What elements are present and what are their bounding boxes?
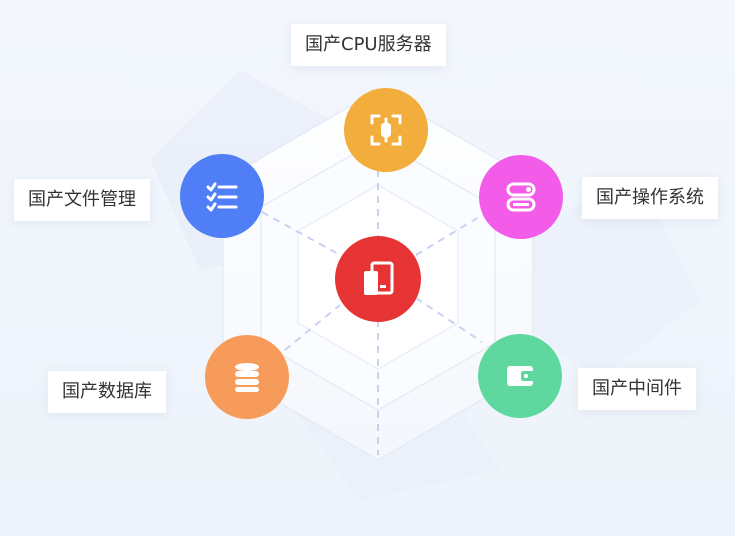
spoke-lower-right (415, 297, 483, 343)
tablet-device-icon (364, 261, 394, 295)
node-cpu (344, 88, 428, 172)
label-files: 国产文件管理 (14, 179, 150, 221)
wallet-icon (507, 366, 534, 386)
center-node (335, 236, 421, 322)
chip-scan-icon (370, 114, 402, 146)
label-os: 国产操作系统 (582, 177, 718, 219)
spoke-upper-left (261, 211, 341, 256)
label-middleware: 国产中间件 (578, 368, 696, 410)
bg-blob-right (520, 180, 700, 380)
toggle-panel-icon (506, 182, 536, 212)
database-icon (235, 363, 259, 392)
node-database (205, 335, 289, 419)
checklist-icon (206, 182, 238, 212)
spoke-upper-right (415, 213, 485, 256)
node-os (479, 155, 563, 239)
label-cpu: 国产CPU服务器 (291, 24, 446, 66)
node-files (180, 154, 264, 238)
label-database: 国产数据库 (48, 371, 166, 413)
node-middleware (478, 334, 562, 418)
